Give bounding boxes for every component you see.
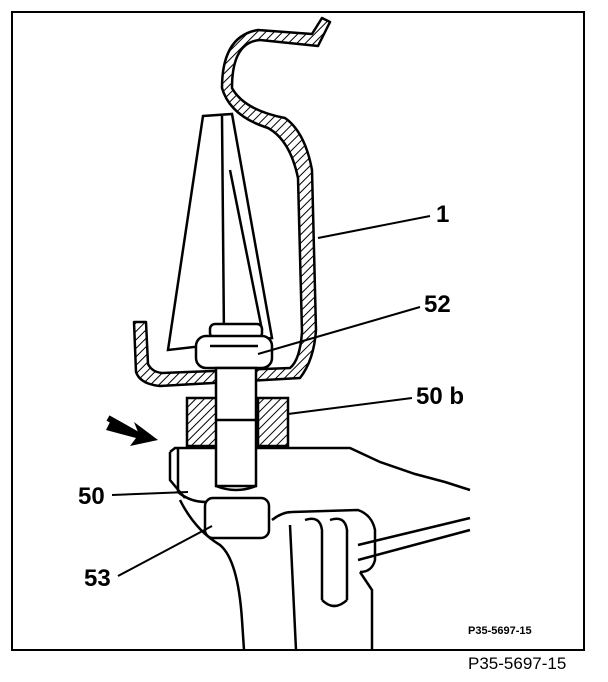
leader-lines bbox=[111, 215, 431, 577]
conical-tool bbox=[166, 112, 274, 352]
bolt-shaft bbox=[214, 366, 258, 488]
bracket-50 bbox=[176, 448, 207, 504]
figure-code-inner: P35-5697-15 bbox=[468, 625, 532, 637]
rubber-mount-left bbox=[185, 396, 219, 448]
direction-arrow bbox=[106, 415, 158, 446]
label-part-1: 1 bbox=[436, 201, 449, 228]
bolt-assembly bbox=[194, 322, 274, 540]
housing-casting bbox=[168, 446, 471, 651]
nut-52 bbox=[194, 334, 274, 370]
rubber-mount-right bbox=[256, 396, 290, 448]
sheet-metal-bracket bbox=[132, 16, 332, 388]
figure-code: P35-5697-15 bbox=[468, 654, 567, 673]
label-part-53: 53 bbox=[84, 565, 111, 592]
label-part-52: 52 bbox=[424, 291, 451, 318]
bolt-head-53 bbox=[203, 496, 271, 540]
label-part-50: 50 bbox=[78, 483, 105, 510]
label-part-50b: 50 b bbox=[416, 383, 464, 410]
drawing-frame bbox=[11, 11, 585, 651]
